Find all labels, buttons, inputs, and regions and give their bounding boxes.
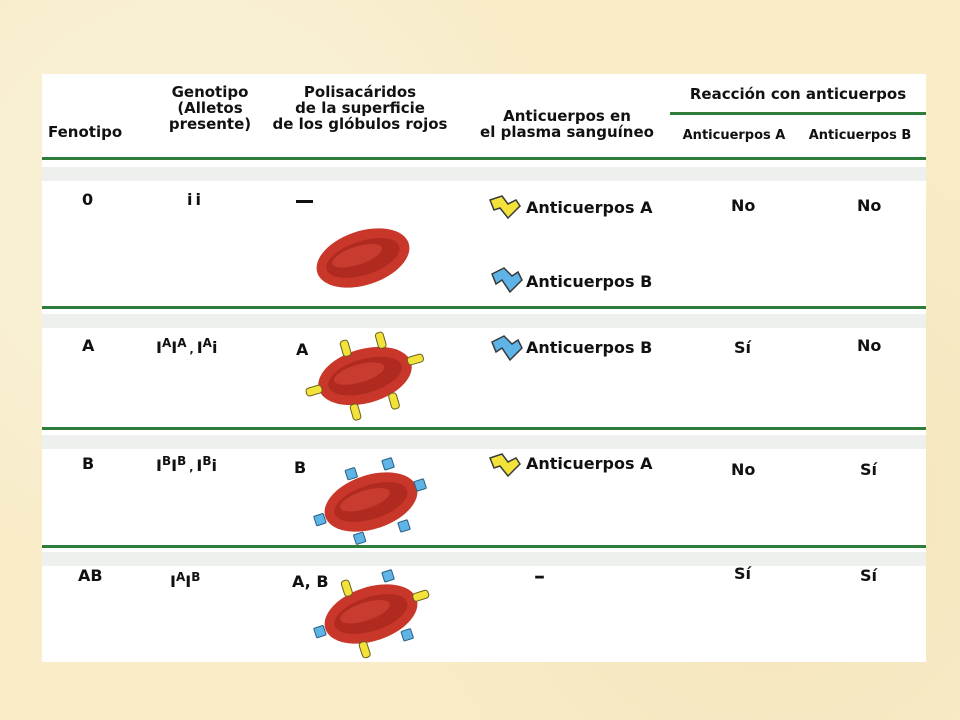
fenotipo-3: AB xyxy=(78,566,103,585)
genotipo-2: IBIB,IBi xyxy=(156,454,217,475)
header-reaccion: Reacción con anticuerpos xyxy=(689,85,907,103)
reaccion-a-1: Sí xyxy=(734,338,752,357)
polisacarido-2: B xyxy=(294,458,307,477)
reaccion-b-2: Sí xyxy=(860,460,878,479)
antibody-label-1: Anticuerpos B xyxy=(526,338,653,357)
fenotipo-1: A xyxy=(82,336,95,355)
antibody-label-2: Anticuerpos A xyxy=(526,454,653,473)
band-row-0 xyxy=(42,167,926,181)
reaccion-a-3: Sí xyxy=(734,564,752,583)
row-divider-3 xyxy=(42,545,926,548)
header-divider xyxy=(42,157,926,160)
blood-type-table: Fenotipo Genotipo (Alletos presente) Pol… xyxy=(42,74,926,662)
blue-antibody-icon xyxy=(491,335,523,362)
band-row-1 xyxy=(42,314,926,328)
yellow-antibody-icon xyxy=(489,453,521,478)
genotipo-1: IAIA,IAi xyxy=(156,336,218,357)
reaccion-b-0: No xyxy=(857,196,882,215)
header-fenotipo: Fenotipo xyxy=(48,123,123,141)
polisacarido-1: A xyxy=(296,340,309,359)
antibody-label-0a: Anticuerpos A xyxy=(526,198,653,217)
header-subdivider xyxy=(670,112,926,115)
antibody-none-3: – xyxy=(534,564,545,589)
band-row-3 xyxy=(42,552,926,566)
reaccion-a-2: No xyxy=(731,460,756,479)
genotipo-3: IAIB xyxy=(170,570,201,591)
header-anticuerpos-b: Anticuerpos B xyxy=(808,128,912,143)
red-blood-cell-icon xyxy=(313,569,430,659)
fenotipo-0: 0 xyxy=(82,190,94,209)
reaccion-b-1: No xyxy=(857,336,882,355)
fenotipo-2: B xyxy=(82,454,95,473)
red-blood-cell-icon xyxy=(313,457,427,545)
polisacarido-3: A, B xyxy=(292,572,329,591)
header-anticuerpos-a: Anticuerpos A xyxy=(682,128,786,143)
yellow-antibody-icon xyxy=(489,195,521,220)
header-anticuerpos-plasma: Anticuerpos en el plasma sanguíneo xyxy=(480,107,654,141)
row-divider-1 xyxy=(42,306,926,309)
genotipo-0: ii xyxy=(187,190,204,209)
row-divider-2 xyxy=(42,427,926,430)
header-genotipo: Genotipo (Alletos presente) xyxy=(168,83,252,133)
red-blood-cell-icon xyxy=(305,331,424,421)
header-polisacaridos: Polisacáridos de la superficie de los gl… xyxy=(272,83,448,133)
polisacarido-none-0 xyxy=(296,200,313,203)
band-row-2 xyxy=(42,435,926,449)
blue-antibody-icon xyxy=(491,267,523,294)
reaccion-a-0: No xyxy=(731,196,756,215)
red-blood-cell-icon xyxy=(316,228,410,288)
antibody-label-0b: Anticuerpos B xyxy=(526,272,653,291)
reaccion-b-3: Sí xyxy=(860,566,878,585)
